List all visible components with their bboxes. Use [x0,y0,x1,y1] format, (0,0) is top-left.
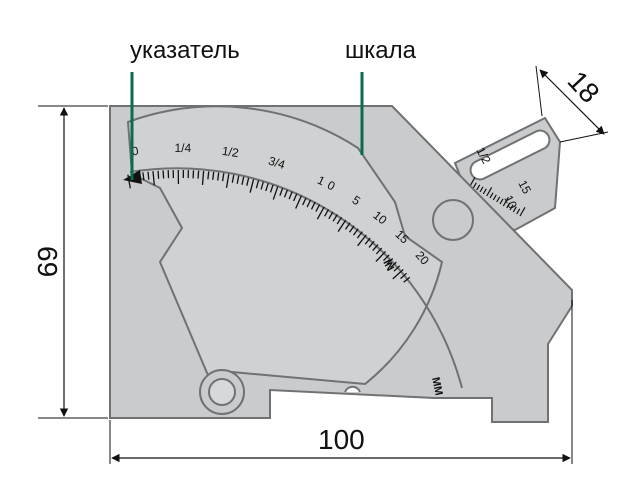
gauge-scale-ticks [127,169,411,283]
inch-unit-label: IN [380,258,396,273]
scale-tick [357,234,367,247]
slot-tick [502,197,509,207]
scale-tick [260,181,264,190]
scale-tick [386,258,394,265]
scale-callout: шкала [345,37,417,64]
scale-tick [295,195,302,209]
scale-tick [152,171,155,186]
scale-tick [265,183,269,192]
scale-tick [269,184,274,193]
scale-tick [383,254,390,262]
width-dimension: 100 [109,300,573,464]
scale-tick [225,173,230,188]
slot-tick [506,202,511,209]
slot-tick [472,182,477,189]
scale-tick [344,222,351,230]
width-value: 100 [318,424,365,455]
scale-tick [364,237,371,245]
scale-tick [375,247,383,255]
scale-tick [272,186,279,200]
mm-unit-label: MM [429,376,445,396]
pointer-plate [126,105,444,386]
scale-tick [212,171,215,180]
slot-tick [492,194,497,201]
scale-tick [142,172,145,181]
scale-tick [241,176,245,185]
scale-tick [249,179,255,193]
upper-rivet [432,199,474,241]
slot-tick [486,187,493,197]
scale-tick [306,199,312,208]
scale-tick [372,244,379,252]
inch-scale-label-3: 3/4 [267,154,287,172]
scale-tick [352,228,359,236]
scale-tick [231,174,235,183]
scale-tick [332,214,338,222]
scale-tick [302,197,307,206]
height-dimension: 69 [32,105,108,419]
scale-tick [255,180,260,189]
slot-tick [516,208,521,215]
slot-tick [499,198,504,205]
scale-tick [328,211,334,220]
slot-tick [512,206,517,213]
scale-tick [324,209,330,217]
scale-tick [400,272,407,280]
scale-tick [217,172,220,181]
scale-tick [293,193,298,202]
scale-tick [288,191,293,200]
bottom-notch [344,385,361,393]
scale-tick [236,175,240,184]
scale-tick [356,231,363,239]
scale-tick [221,173,225,182]
slot-tick [496,196,501,203]
inch-scale-label-1: 1/4 [174,141,191,155]
inch-scale-label-0: 0 [131,144,140,159]
slot-tick [479,186,484,193]
scale-tick [375,250,386,263]
inch-scale-label-2: 1/2 [221,144,240,160]
pivot-rivet [199,369,245,415]
slot-mm-label-10: 10 [501,193,520,212]
scale-tick [310,201,316,210]
scale-tick [162,170,165,179]
slot-tick [489,192,494,199]
scale-tick [279,187,284,196]
plate-arc-edge [129,167,463,389]
scale-tick [201,170,205,185]
scale-tick [393,265,401,272]
scale-tick [157,170,160,179]
slot-tick [509,204,514,211]
slot-tick [482,188,487,195]
scale-tick [197,170,200,179]
scale-tick [207,171,210,180]
scale-tick [283,189,289,198]
scale-tick [392,269,404,280]
slot-tick [476,184,481,191]
scale-tick [337,219,347,232]
height-value: 69 [32,246,63,277]
scale-tick [147,171,150,180]
scale-tick [336,216,343,225]
slot-tick [469,177,476,187]
scale-tick [246,177,250,186]
scale-tick [315,204,321,212]
scale-tick [348,225,355,233]
pointer-callout: указатель [130,37,240,64]
slot-value: 18 [562,65,606,109]
scale-tick [316,206,325,220]
scale-tick [390,261,397,269]
slot-tick [519,207,526,217]
slot-mm-label-15: 15 [515,178,534,197]
scale-tick [368,240,375,248]
scale-tick [403,276,411,283]
